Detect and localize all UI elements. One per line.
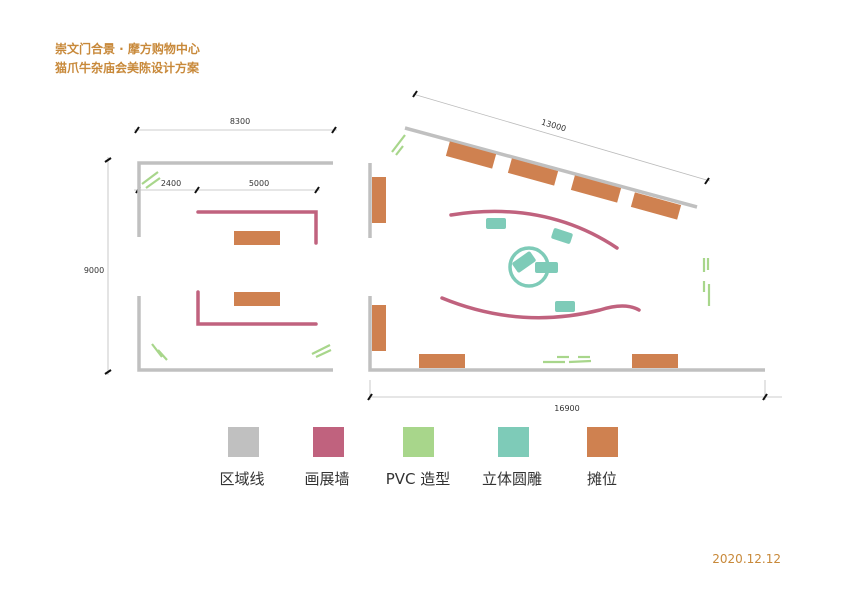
left-plan: 8300 9000 2400 5000: [84, 117, 337, 375]
dim-left-inner: 5000: [249, 179, 269, 188]
zone-line: [137, 161, 333, 237]
title-line1: 崇文门合景 · 摩方购物中心: [55, 41, 200, 56]
pvc-shape: [391, 134, 711, 364]
legend-swatch-sculpture: [498, 427, 529, 457]
dim-left-height: 9000: [84, 266, 104, 275]
date: 2020.12.12: [712, 552, 781, 566]
booth: [372, 305, 386, 351]
dim-left-offset: 2400: [161, 179, 181, 188]
legend-swatch-booth: [587, 427, 618, 457]
zone-line: [368, 296, 765, 372]
sculpture: [486, 218, 575, 312]
title-line2: 猫爪牛杂庙会美陈设计方案: [55, 60, 200, 75]
legend-swatch-gallery-wall: [313, 427, 344, 457]
legend-label: PVC 造型: [386, 470, 451, 488]
legend-swatch-pvc: [403, 427, 434, 457]
gallery-wall: [449, 209, 619, 250]
gallery-wall: [196, 290, 318, 326]
dim-left-width: 8300: [230, 117, 250, 126]
booth: [234, 292, 280, 306]
legend-label: 立体圆雕: [482, 470, 542, 488]
legend: 区域线 画展墙 PVC 造型 立体圆雕 摊位: [219, 427, 618, 488]
booth: [630, 192, 682, 220]
legend-swatch-zone-line: [228, 427, 259, 457]
booth: [632, 354, 678, 368]
gallery-wall: [196, 210, 318, 245]
pvc-shape: [141, 171, 332, 361]
legend-label: 画展墙: [304, 470, 349, 488]
legend-label: 区域线: [219, 470, 264, 488]
zone-line: [404, 126, 698, 209]
dim-right-width: 16900: [554, 404, 579, 413]
booth: [445, 141, 497, 169]
dim-right-slant: 13000: [540, 118, 567, 134]
zone-line: [137, 296, 333, 372]
right-plan: 13000 16900: [367, 90, 782, 413]
booth: [419, 354, 465, 368]
booth: [570, 175, 622, 203]
booth: [507, 158, 559, 186]
gallery-wall: [440, 296, 641, 320]
legend-label: 摊位: [587, 470, 617, 488]
booth: [234, 231, 280, 245]
booth: [372, 177, 386, 223]
